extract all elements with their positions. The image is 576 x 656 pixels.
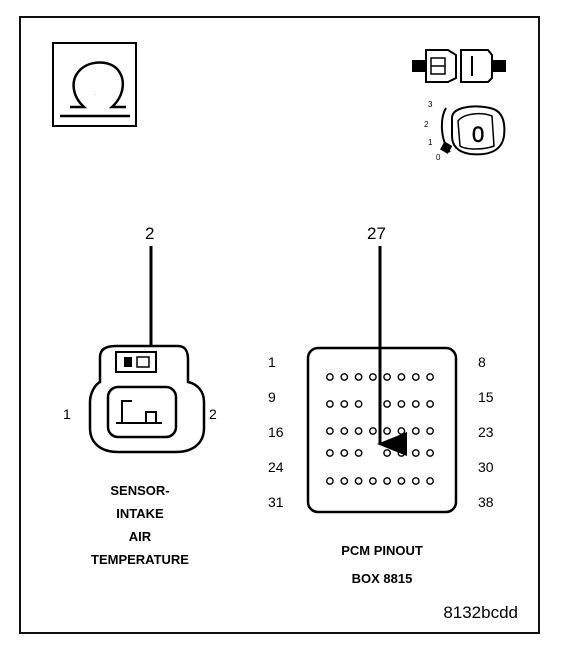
- pcm-row-label-left: 31: [268, 494, 284, 510]
- pcm-pin: [383, 400, 391, 408]
- sensor-pin-2-label: 2: [209, 406, 217, 422]
- pcm-pin: [411, 373, 420, 381]
- pcm-pin: [397, 427, 406, 435]
- pcm-pin: [397, 449, 406, 457]
- sensor-pin-1-label: 1: [63, 406, 71, 422]
- pcm-probe-pin-label: 27: [367, 224, 386, 243]
- pcm-pin: [426, 449, 434, 457]
- ignition-position-1: 1: [428, 138, 433, 147]
- pcm-row-label-left: 24: [268, 459, 284, 475]
- pcm-pin: [354, 449, 363, 457]
- pcm-right-row-labels: 8 15 23 30 38: [478, 354, 494, 510]
- pcm-pin: [411, 477, 420, 485]
- pcm-pin: [411, 427, 420, 435]
- sensor-probe-pin-label: 2: [145, 224, 154, 243]
- key-label: 0: [472, 122, 484, 147]
- pcm-caption: PCM PINOUT BOX 8815: [341, 543, 423, 586]
- pcm-connector: 1 9 16 24 31 8 15 23 30 38: [268, 346, 494, 514]
- pcm-pin: [354, 400, 363, 408]
- ignition-switch-icon: 3 2 1 0 0: [424, 100, 506, 162]
- omega-icon: [70, 61, 126, 109]
- pcm-pin: [383, 477, 391, 485]
- key-head: [451, 105, 506, 156]
- pcm-pin: [354, 373, 363, 381]
- pcm-pin: [340, 400, 349, 408]
- pcm-probe: 27: [367, 224, 407, 456]
- pcm-pin: [340, 373, 349, 381]
- pcm-pin: [411, 400, 420, 408]
- pcm-caption-line-2: BOX 8815: [352, 571, 413, 586]
- pcm-row-label-left: 9: [268, 389, 276, 405]
- pcm-pin: [340, 427, 349, 435]
- pcm-pin: [368, 427, 377, 435]
- pcm-pin: [325, 477, 334, 485]
- ignition-position-3: 3: [428, 100, 433, 109]
- sensor-caption-line-3: AIR: [129, 529, 152, 544]
- pcm-left-row-labels: 1 9 16 24 31: [268, 354, 284, 510]
- pcm-pin: [368, 373, 377, 381]
- pcm-pin: [426, 427, 434, 435]
- pcm-row-label-right: 8: [478, 354, 486, 370]
- pcm-pin-grid: [325, 373, 434, 485]
- pcm-pin: [325, 427, 334, 435]
- pcm-pin: [426, 400, 434, 408]
- sensor-connector: 1 2: [63, 344, 217, 454]
- sensor-caption: SENSOR- INTAKE AIR TEMPERATURE: [91, 483, 189, 567]
- pcm-pin: [426, 477, 434, 485]
- pcm-pin: [325, 373, 334, 381]
- pcm-pin: [325, 400, 334, 408]
- pcm-pin: [354, 477, 363, 485]
- pcm-row-label-right: 30: [478, 459, 494, 475]
- pcm-row-label-right: 38: [478, 494, 494, 510]
- pcm-pin: [354, 427, 363, 435]
- ignition-position-0: 0: [436, 153, 441, 162]
- figure-frame: [19, 16, 540, 634]
- pcm-row-label-left: 16: [268, 424, 284, 440]
- pcm-pin: [368, 477, 377, 485]
- disconnected-connector-icon: [412, 49, 506, 83]
- sensor-caption-line-1: SENSOR-: [110, 483, 169, 498]
- ignition-position-2: 2: [424, 120, 429, 129]
- pcm-pin: [383, 373, 391, 381]
- pcm-pin: [426, 373, 434, 381]
- pcm-pin: [397, 477, 406, 485]
- pcm-pin: [325, 449, 334, 457]
- pcm-caption-line-1: PCM PINOUT: [341, 543, 423, 558]
- pcm-row-label-right: 15: [478, 389, 494, 405]
- pcm-pin: [397, 400, 406, 408]
- ohmmeter-symbol: Ω: [52, 42, 137, 127]
- pcm-pin: [383, 449, 391, 457]
- sensor-caption-line-2: INTAKE: [116, 506, 164, 521]
- pcm-pin: [411, 449, 420, 457]
- pcm-pin: [340, 449, 349, 457]
- pcm-pin: [340, 477, 349, 485]
- pcm-pin: [383, 427, 391, 435]
- figure-id: 8132bcdd: [443, 603, 518, 622]
- sensor-caption-line-4: TEMPERATURE: [91, 552, 189, 567]
- pcm-row-label-left: 1: [268, 354, 276, 370]
- pcm-row-label-right: 23: [478, 424, 494, 440]
- ohm-symbol-text: Ω: [95, 94, 96, 96]
- pcm-pin: [397, 373, 406, 381]
